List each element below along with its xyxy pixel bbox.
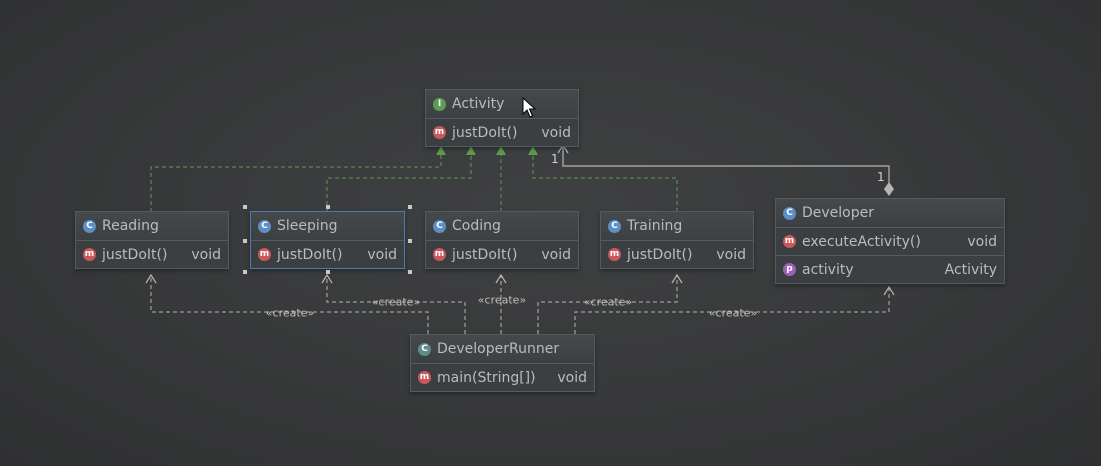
method-name: executeActivity() (802, 233, 921, 250)
node-coding[interactable]: C Coding m justDoIt() void (425, 211, 579, 269)
method-icon: m (608, 248, 621, 261)
diamond-developer-composition (884, 182, 894, 196)
arrowhead-coding-activity (496, 146, 506, 155)
node-developer-field-row[interactable]: p activity Activity (776, 255, 1004, 283)
edge-developer-association-activity (562, 146, 890, 183)
multiplicity-activity-end: 1 (551, 152, 559, 166)
arrowhead-create-coding (495, 273, 507, 284)
node-activity-method-row[interactable]: m justDoIt() void (426, 119, 578, 146)
label-create-sleeping: «create» (371, 295, 421, 309)
node-sleeping-title: Sleeping (277, 218, 338, 234)
class-icon: C (608, 219, 621, 233)
resize-handle-bottom-right[interactable] (408, 270, 412, 274)
field-type: Activity (944, 261, 997, 278)
method-icon: m (433, 126, 446, 139)
method-icon: m (83, 248, 96, 261)
resize-handle-top-left[interactable] (243, 205, 247, 209)
edge-runner-creates-developer (574, 288, 890, 334)
mouse-cursor-icon (522, 97, 536, 118)
method-icon: m (258, 248, 271, 261)
node-reading[interactable]: C Reading m justDoIt() void (75, 211, 229, 269)
interface-icon: I (433, 97, 446, 111)
method-return-type: void (967, 233, 997, 250)
method-return-type: void (541, 124, 571, 141)
resize-handle-bottom[interactable] (326, 270, 330, 274)
edge-sleeping-realizes-activity (326, 154, 472, 212)
node-reading-header[interactable]: C Reading (76, 212, 228, 241)
label-create-coding: «create» (477, 293, 527, 307)
resize-handle-left[interactable] (243, 239, 247, 243)
node-training-method-row[interactable]: m justDoIt() void (601, 241, 753, 268)
class-icon: C (418, 342, 431, 356)
resize-handle-bottom-left[interactable] (243, 270, 247, 274)
edge-runner-creates-reading (150, 276, 429, 334)
arrowhead-create-developer (883, 285, 895, 296)
node-activity[interactable]: I Activity m justDoIt() void (425, 89, 579, 147)
node-developer[interactable]: C Developer m executeActivity() void p a… (775, 198, 1005, 284)
arrowhead-create-training (671, 273, 683, 284)
node-training[interactable]: C Training m justDoIt() void (600, 211, 754, 269)
node-sleeping-header[interactable]: C Sleeping (251, 212, 404, 241)
node-coding-header[interactable]: C Coding (426, 212, 578, 241)
edge-runner-creates-sleeping (326, 276, 466, 334)
node-developer-method-row[interactable]: m executeActivity() void (776, 228, 1004, 255)
class-icon: C (783, 206, 796, 220)
class-icon: C (433, 219, 446, 233)
node-developer-runner[interactable]: C DeveloperRunner m main(String[]) void (410, 334, 595, 392)
class-icon: C (258, 219, 271, 233)
method-return-type: void (367, 246, 397, 263)
label-create-training: «create» (583, 295, 633, 309)
method-icon: m (433, 248, 446, 261)
arrowhead-create-sleeping (321, 273, 333, 284)
node-runner-method-row[interactable]: m main(String[]) void (411, 364, 594, 391)
method-return-type: void (557, 369, 587, 386)
label-create-reading: «create» (265, 306, 315, 320)
label-create-developer: «create» (708, 306, 758, 320)
node-sleeping-method-row[interactable]: m justDoIt() void (251, 241, 404, 268)
field-name: activity (802, 261, 854, 278)
node-activity-header[interactable]: I Activity (426, 90, 578, 119)
resize-handle-top-right[interactable] (408, 205, 412, 209)
edge-reading-realizes-activity (150, 154, 442, 212)
method-name: justDoIt() (102, 246, 168, 263)
node-runner-header[interactable]: C DeveloperRunner (411, 335, 594, 364)
resize-handle-top[interactable] (326, 205, 330, 209)
arrowhead-reading-activity (436, 146, 446, 155)
node-runner-title: DeveloperRunner (437, 341, 560, 357)
node-reading-title: Reading (102, 218, 159, 234)
multiplicity-developer-end: 1 (877, 170, 885, 184)
method-icon: m (783, 235, 796, 248)
method-return-type: void (716, 246, 746, 263)
edge-runner-creates-training (537, 276, 678, 334)
node-activity-title: Activity (452, 96, 505, 112)
node-reading-method-row[interactable]: m justDoIt() void (76, 241, 228, 268)
arrowhead-create-reading (145, 273, 157, 284)
node-developer-title: Developer (802, 205, 875, 221)
arrowhead-sleeping-activity (466, 146, 476, 155)
node-coding-method-row[interactable]: m justDoIt() void (426, 241, 578, 268)
class-icon: C (83, 219, 96, 233)
method-name: main(String[]) (437, 369, 536, 386)
node-developer-header[interactable]: C Developer (776, 199, 1004, 228)
property-icon: p (783, 263, 796, 276)
node-coding-title: Coding (452, 218, 501, 234)
method-icon: m (418, 371, 431, 384)
method-name: justDoIt() (627, 246, 693, 263)
node-training-title: Training (627, 218, 683, 234)
arrowhead-training-activity (528, 146, 538, 155)
method-name: justDoIt() (277, 246, 343, 263)
edge-training-realizes-activity (532, 154, 678, 212)
resize-handle-right[interactable] (408, 239, 412, 243)
node-training-header[interactable]: C Training (601, 212, 753, 241)
method-return-type: void (191, 246, 221, 263)
method-return-type: void (541, 246, 571, 263)
node-sleeping[interactable]: C Sleeping m justDoIt() void (250, 211, 405, 269)
method-name: justDoIt() (452, 246, 518, 263)
method-name: justDoIt() (452, 124, 518, 141)
